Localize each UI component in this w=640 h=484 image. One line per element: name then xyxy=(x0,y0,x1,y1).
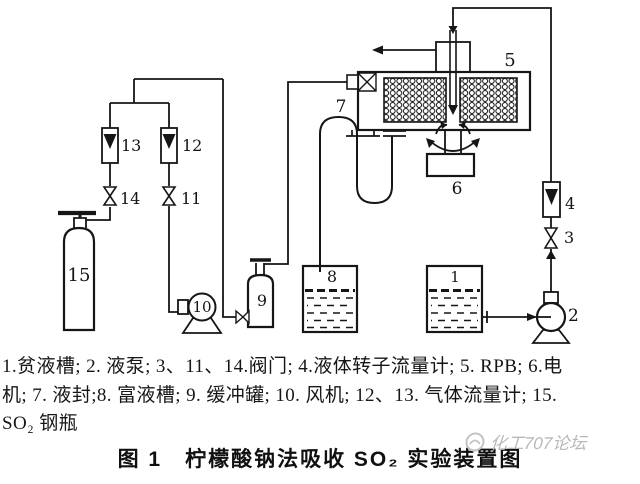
exhaust-arrow xyxy=(372,45,436,55)
rich-liquor-tank xyxy=(301,264,359,334)
label-3: 3 xyxy=(564,228,574,247)
buffer-tank-inlet-valve xyxy=(235,309,250,325)
flow-arrows xyxy=(448,26,556,321)
label-8: 8 xyxy=(327,267,337,286)
fan-blower xyxy=(177,292,223,334)
drain-flange xyxy=(383,130,406,137)
watermark: 化工707论坛 xyxy=(463,429,587,454)
liquid-rotameter xyxy=(542,181,561,218)
label-14: 14 xyxy=(120,189,140,208)
label-7: 7 xyxy=(336,97,347,117)
rpb-top-port xyxy=(435,41,471,73)
rpb-support xyxy=(346,130,380,137)
watermark-logo-icon xyxy=(465,432,485,451)
valve-14 xyxy=(102,186,118,206)
label-5: 5 xyxy=(504,50,515,71)
so2-cylinder xyxy=(58,210,96,332)
legend-line-3: SO₂ 钢瓶 xyxy=(2,413,79,434)
label-10: 10 xyxy=(192,298,211,316)
label-4: 4 xyxy=(565,194,575,213)
label-11: 11 xyxy=(181,189,201,208)
gas-inlet-nozzle xyxy=(346,74,359,90)
legend-line-2: 机; 7. 液封;8. 富液槽; 9. 缓冲罐; 10. 风机; 12、13. … xyxy=(2,385,558,406)
label-6: 6 xyxy=(452,179,463,199)
lean-liquor-tank xyxy=(425,264,484,334)
liquid-feed-tube xyxy=(449,30,457,106)
label-12: 12 xyxy=(182,136,202,155)
legend-line-1: 1.贫液槽; 2. 液泵; 3、11、14.阀门; 4.液体转子流量计; 5. … xyxy=(2,356,563,377)
label-13: 13 xyxy=(121,136,141,155)
motor xyxy=(425,130,480,178)
valve-11 xyxy=(161,186,177,206)
rpb-unit xyxy=(346,30,532,137)
packing-left xyxy=(383,77,447,123)
watermark-text: 化工707论坛 xyxy=(489,434,587,453)
liquid-seal xyxy=(319,115,393,272)
valve-3 xyxy=(543,227,559,249)
packing-right xyxy=(459,77,518,123)
label-2: 2 xyxy=(568,306,579,326)
gas-flowmeter-13 xyxy=(101,127,119,164)
gas-flowmeter-12 xyxy=(160,127,178,164)
label-15: 15 xyxy=(68,265,91,286)
buffer-tank xyxy=(246,258,275,329)
process-piping xyxy=(86,7,552,323)
liquid-pump xyxy=(531,291,571,344)
figure-caption: 图 1 柠檬酸钠法吸收 SO₂ 实验装置图 xyxy=(117,448,523,471)
label-9: 9 xyxy=(257,291,267,310)
label-1: 1 xyxy=(450,268,460,286)
